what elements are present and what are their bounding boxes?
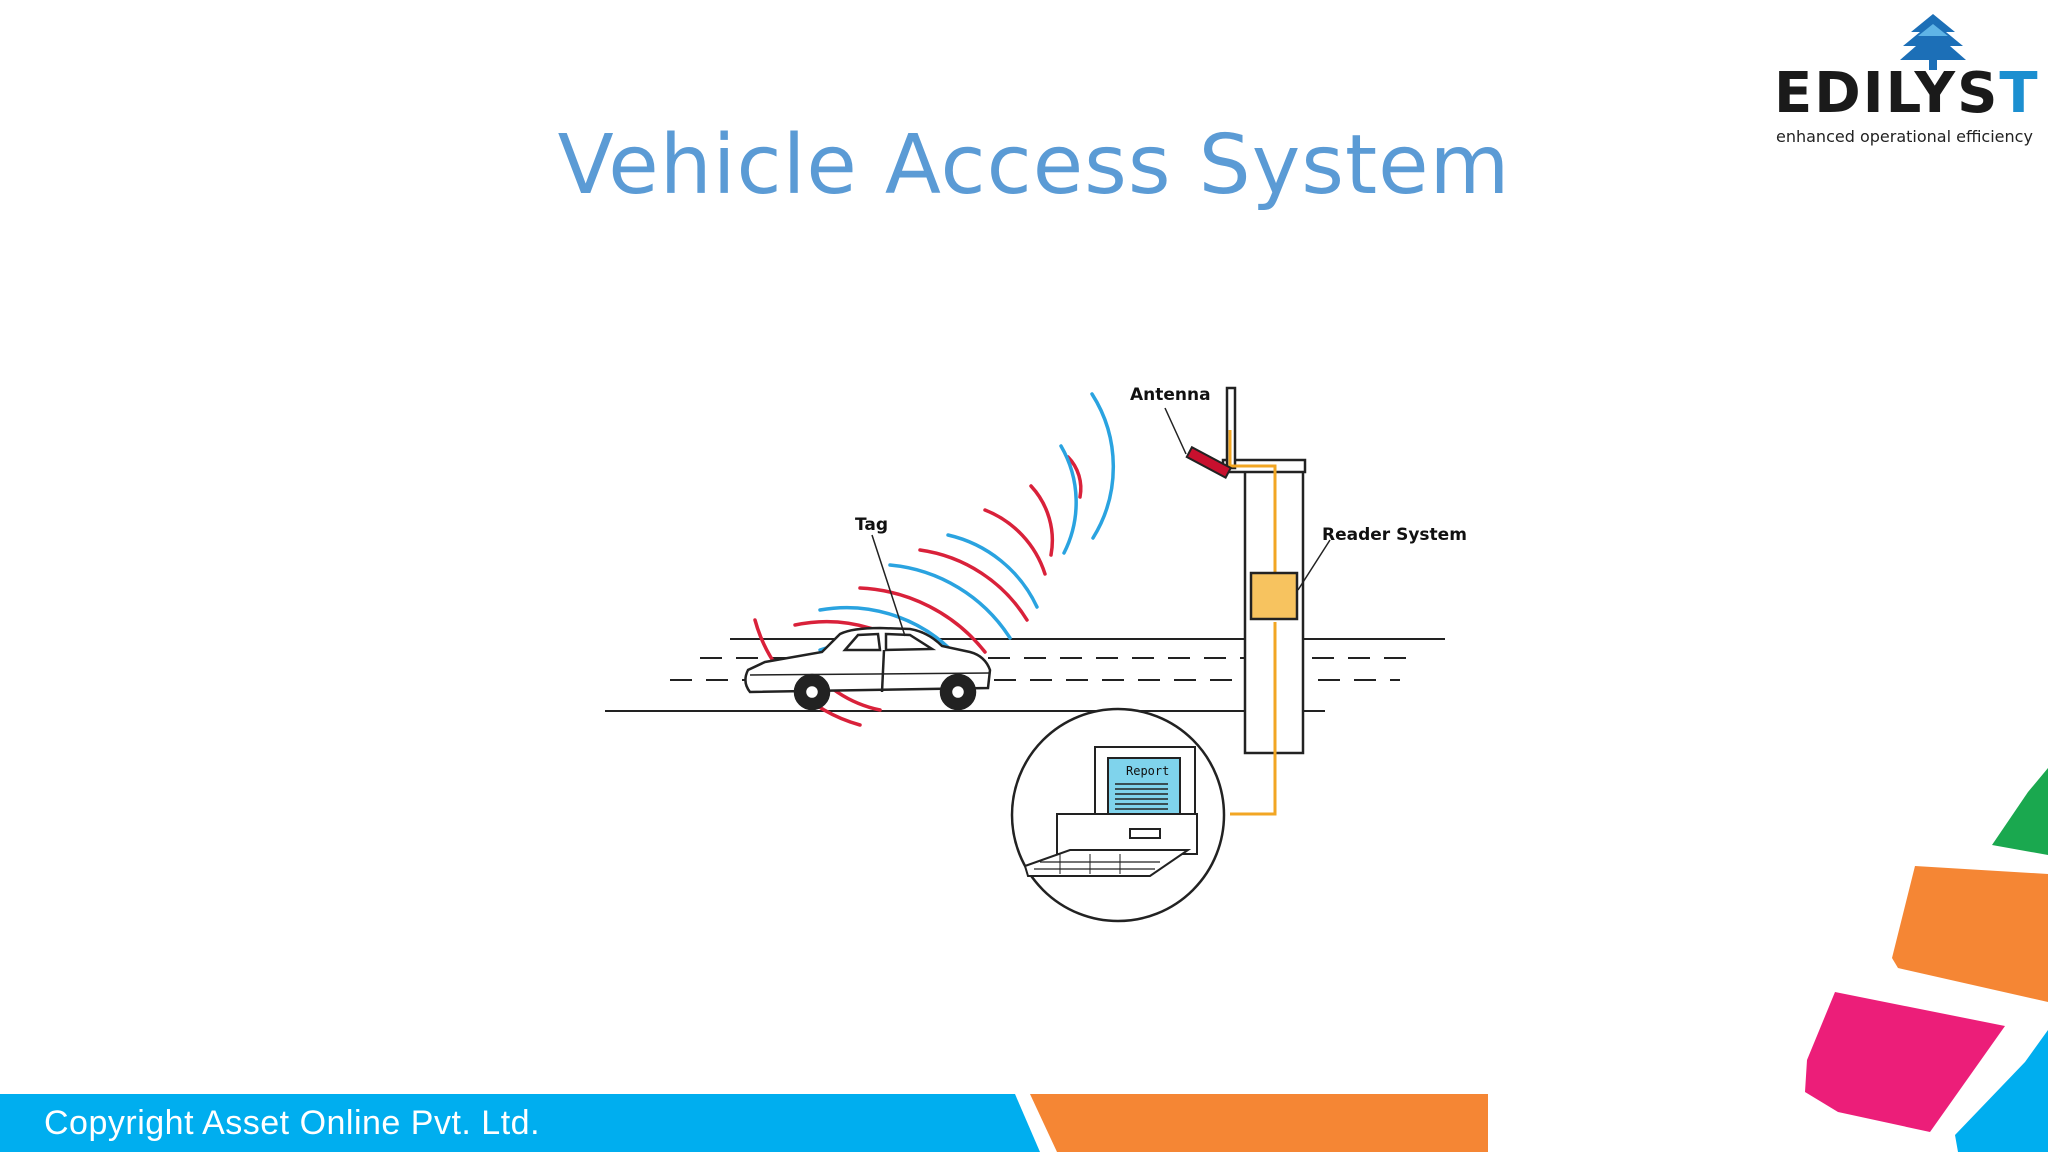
wave-red-1: [1066, 455, 1083, 499]
logo-wordmark-accent: T: [1999, 61, 2040, 126]
reader-box: [1249, 571, 1299, 621]
footer-copyright: Copyright Asset Online Pvt. Ltd.: [44, 1104, 541, 1142]
footer-blue-band: [0, 1094, 1040, 1152]
reader-system-label: Reader System: [1322, 525, 1467, 545]
tag-label: Tag: [855, 515, 888, 535]
footer-orange-band: [1030, 1094, 1488, 1152]
vehicle-access-diagram: Report Antenna Reader System Tag: [605, 385, 1467, 923]
wave-red-5: [858, 586, 987, 654]
corner-orange-shape: [1892, 866, 2048, 1002]
slide-title: Vehicle Access System: [557, 118, 1511, 213]
wave-red-3: [983, 508, 1047, 576]
computer: Report: [1010, 707, 1226, 923]
road: [605, 638, 1445, 712]
cables: [1228, 430, 1277, 816]
logo-wordmark: EDILYST: [1774, 66, 2040, 122]
screen-report-label: Report: [1126, 764, 1169, 778]
corner-decoration: [1805, 768, 2048, 1152]
callout-lines: [871, 407, 1331, 637]
wave-blue-4: [888, 563, 1012, 640]
antenna-label: Antenna: [1130, 385, 1211, 405]
logo-wordmark-main: EDILYS: [1774, 61, 2000, 126]
footer-bar: Copyright Asset Online Pvt. Ltd.: [0, 1094, 2048, 1152]
antenna: [1185, 445, 1233, 479]
corner-blue-shape: [1955, 1030, 2048, 1152]
wave-red-2: [1029, 484, 1055, 557]
corner-pink-shape: [1805, 992, 2005, 1132]
car: [744, 626, 992, 711]
logo-tree-icon: [1900, 14, 1966, 70]
wave-blue-1: [1090, 392, 1116, 540]
wave-blue-2: [1059, 444, 1078, 555]
edilyst-logo: EDILYST enhanced operational efficiency: [1770, 10, 2045, 150]
corner-green-shape: [1992, 768, 2048, 855]
reader-pole: [1221, 386, 1307, 755]
wave-red-4: [918, 548, 1029, 622]
wave-blue-3: [946, 533, 1039, 609]
logo-tagline: enhanced operational efficiency: [1776, 127, 2033, 146]
